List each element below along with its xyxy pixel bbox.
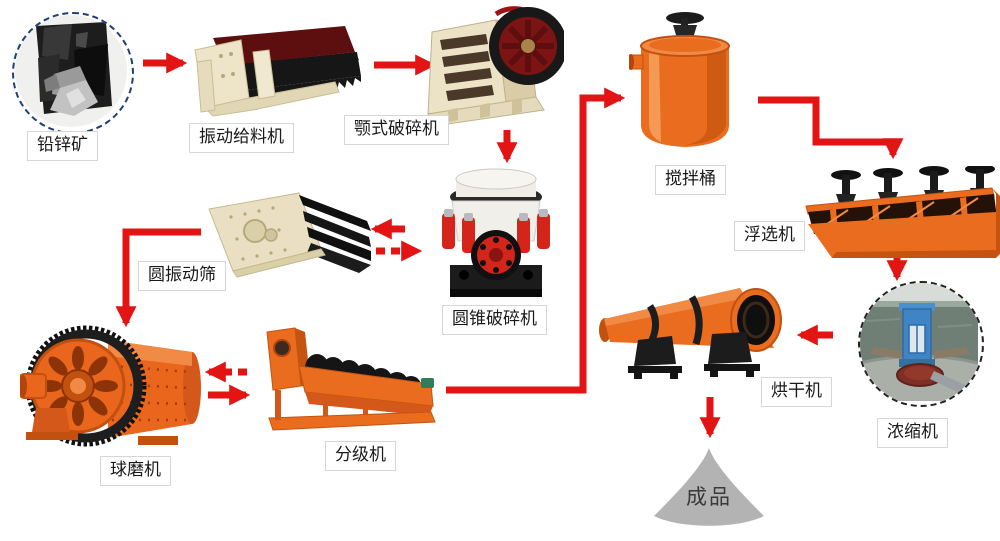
ball-mill-image <box>20 325 201 447</box>
product-label: 成品 <box>686 485 732 509</box>
dryer-label: 烘干机 <box>761 377 832 407</box>
ore-image <box>15 15 127 127</box>
mixing-barrel-label: 搅拌桶 <box>655 165 726 195</box>
cone-crusher-label: 圆锥破碎机 <box>442 305 547 335</box>
flotation-label: 浮选机 <box>734 221 805 251</box>
mixing-barrel-image <box>629 12 730 147</box>
ore-label: 铅锌矿 <box>27 131 98 161</box>
vibrating-screen-label: 圆振动筛 <box>138 261 226 291</box>
circular-vibrating-screen-image <box>208 192 371 278</box>
thickener-label: 浓缩机 <box>877 418 948 448</box>
spiral-classifier-image <box>266 327 436 431</box>
rotary-dryer-image <box>599 288 782 379</box>
thickener-photo <box>858 281 984 407</box>
jaw-crusher-label: 颚式破碎机 <box>344 115 449 145</box>
vibrating-feeder-image <box>194 26 361 117</box>
thickener-image <box>860 283 979 401</box>
lead-zinc-ore-photo <box>12 12 134 134</box>
classifier-label: 分级机 <box>325 441 396 471</box>
cone-crusher-image <box>442 168 550 297</box>
jaw-crusher-image <box>427 6 564 127</box>
product-pile-image <box>654 448 764 526</box>
arrow-barrel-to-flotation <box>758 96 904 160</box>
flotation-machine-image <box>805 166 1000 258</box>
ball-mill-label: 球磨机 <box>100 456 171 486</box>
feeder-label: 振动给料机 <box>189 123 294 153</box>
